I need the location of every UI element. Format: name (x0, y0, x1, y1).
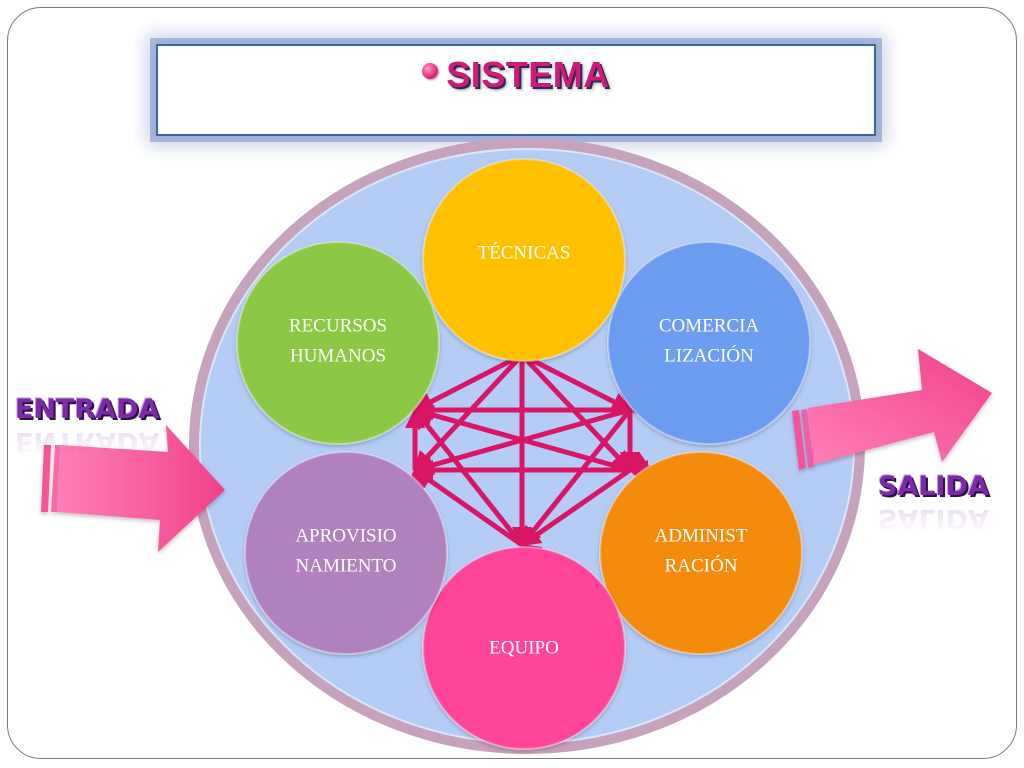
node-tecnicas: TÉCNICAS (422, 158, 626, 362)
node-equipo: EQUIPO (422, 546, 626, 750)
page-title: SISTEMA (446, 54, 610, 95)
node-label: ADMINIST (655, 525, 748, 546)
node-administracion: ADMINIST RACIÓN (599, 451, 803, 655)
node-aprovisionamiento: APROVISIO NAMIENTO (244, 451, 448, 655)
connector-line (413, 408, 542, 566)
node-group: TÉCNICAS COMERCIA LIZACIÓN ADMINIST RACIÓN EQ… (236, 158, 811, 750)
node-recursos-humanos: RECURSOS HUMANOS (236, 241, 440, 445)
node-label: RACIÓN (665, 554, 738, 576)
node-label: RECURSOS (289, 315, 387, 336)
node-circle (607, 241, 811, 445)
node-comercializacion: COMERCIA LIZACIÓN (607, 241, 811, 445)
node-circle (236, 241, 440, 445)
node-label: COMERCIA (659, 315, 760, 336)
node-label: LIZACIÓN (664, 344, 754, 366)
node-label: APROVISIO (295, 525, 396, 546)
output-label-reflection: SALIDA (878, 503, 989, 534)
input-arrow (41, 425, 225, 552)
connector-network (405, 335, 651, 566)
node-label: TÉCNICAS (478, 241, 571, 263)
output-arrow (792, 349, 992, 470)
node-label: EQUIPO (489, 637, 559, 658)
node-circle (422, 546, 626, 750)
input-label: ENTRADA (15, 394, 160, 425)
input-label-reflection: ENTRADA (15, 426, 160, 457)
node-circle (244, 451, 448, 655)
output-label: SALIDA (878, 471, 989, 502)
bullet-icon (422, 63, 439, 79)
node-circle (422, 158, 626, 362)
node-label: NAMIENTO (296, 555, 397, 576)
node-circle (599, 451, 803, 655)
title-box: SISTEMA (156, 44, 876, 136)
node-label: HUMANOS (290, 345, 386, 366)
